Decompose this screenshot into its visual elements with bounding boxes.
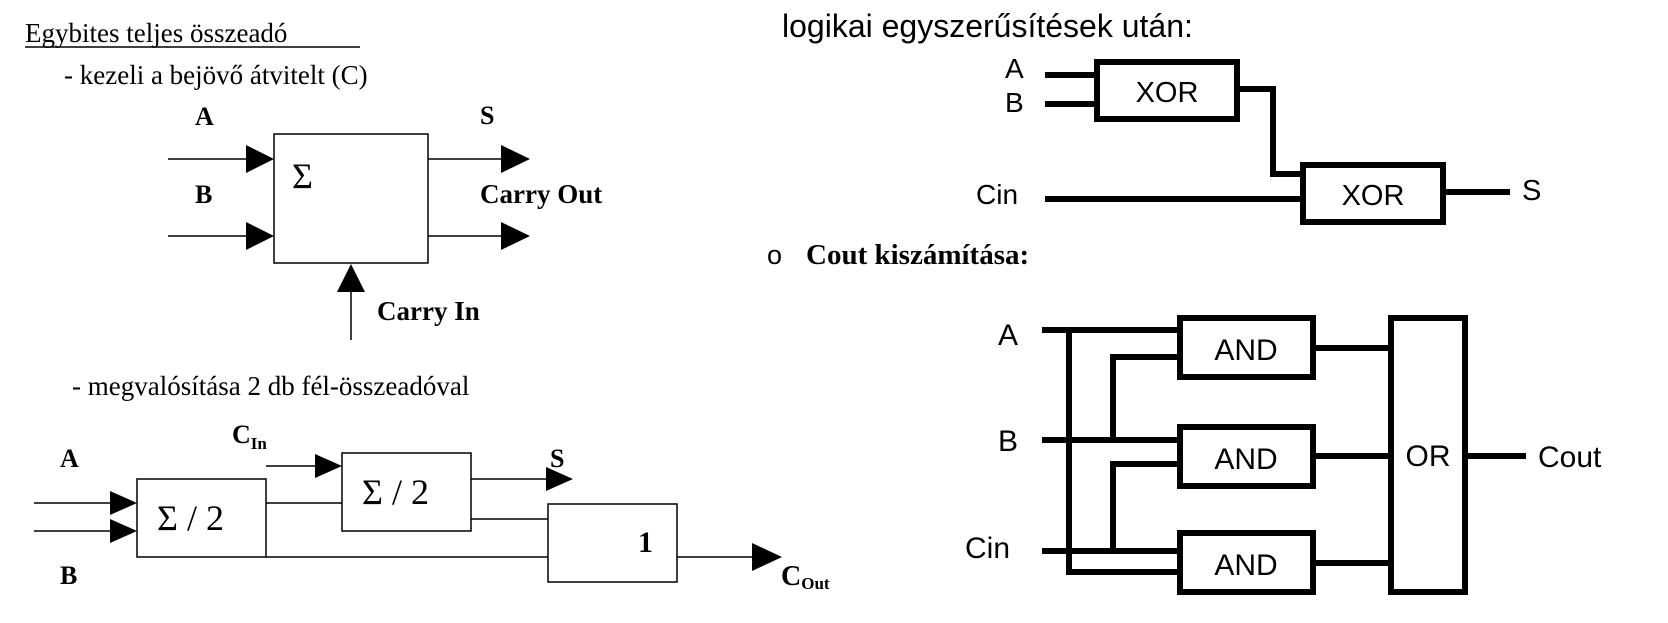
half-adder-2-box	[341, 452, 472, 532]
or-block-label: 1	[638, 526, 653, 559]
ha-input-b-label: B	[60, 561, 77, 590]
left-panel: Egybites teljes összeadó - kezeli a bejö…	[25, 18, 830, 593]
half-adder-implementation: A B Σ / 2 CIn Σ / 2 S 1 COut	[34, 420, 830, 593]
half-adder-1-label: Σ / 2	[157, 498, 224, 538]
sigma-symbol: Σ	[292, 156, 313, 196]
simplification-heading: logikai egyszerűsítések után:	[782, 8, 1193, 44]
ha-cout-main: C	[781, 561, 801, 592]
or-gate-label: OR	[1406, 440, 1451, 473]
ha-cin-subscript: In	[251, 434, 268, 453]
ha-cin-arrow	[315, 454, 342, 478]
full-adder-block: Σ A B S Carry Out Carry In	[168, 101, 602, 340]
carry-in-arrow	[337, 264, 365, 292]
cout-heading: Cout kiszámítása:	[806, 239, 1029, 271]
cout-output-label: Cout	[1538, 441, 1602, 474]
ha-cout-subscript: Out	[801, 574, 830, 593]
section-title: Egybites teljes összeadó	[25, 18, 287, 48]
sum-input-b-label: B	[1005, 87, 1024, 118]
carry-out-label: Carry Out	[480, 179, 602, 209]
input-b-label: B	[195, 180, 212, 209]
bullet-implementation: - megvalósítása 2 db fél-összeadóval	[72, 371, 469, 401]
ha-input-b-arrow	[110, 519, 137, 543]
input-a-label: A	[195, 102, 214, 131]
ha-cout-label: COut	[781, 561, 830, 593]
output-s-label: S	[480, 101, 494, 130]
ha-cout-arrow	[752, 543, 782, 571]
right-panel: logikai egyszerűsítések után: A B XOR Ci…	[767, 8, 1602, 595]
output-s-arrow	[501, 145, 530, 173]
sum-output-label: S	[1522, 175, 1541, 207]
cout-input-b-label: B	[998, 425, 1018, 458]
cout-circuit: A B Cin AND AND AND	[965, 315, 1602, 595]
carry-in-label: Carry In	[377, 296, 480, 326]
and-gate-2-label: AND	[1214, 443, 1277, 476]
input-b-arrow	[246, 222, 274, 250]
bullet-carry-description: - kezeli a bejövő átvitelt (C)	[64, 60, 368, 90]
and-gate-3-label: AND	[1214, 549, 1277, 582]
ha-output-s-label: S	[550, 444, 564, 473]
ha-cin-main: C	[232, 420, 251, 449]
input-a-arrow	[246, 145, 274, 173]
half-adder-1-box	[136, 478, 267, 558]
ha-output-s-arrow	[546, 467, 573, 491]
xor-gate-1-label: XOR	[1136, 77, 1199, 109]
bullet-marker: o	[767, 240, 782, 270]
ha-cin-label: CIn	[232, 420, 267, 453]
xor-gate-2-label: XOR	[1342, 180, 1405, 212]
and-gate-1-label: AND	[1214, 334, 1277, 367]
cout-input-cin-label: Cin	[965, 532, 1010, 565]
sum-input-a-label: A	[1005, 53, 1024, 84]
carry-out-arrow	[501, 222, 530, 250]
half-adder-2-label: Σ / 2	[362, 472, 429, 512]
sum-xor-circuit: A B XOR Cin XOR S	[976, 53, 1541, 225]
cout-input-a-label: A	[998, 319, 1018, 352]
xor1-to-xor2-wire	[1237, 86, 1303, 177]
adder-box	[273, 133, 429, 264]
ha-input-a-label: A	[60, 444, 79, 473]
or-block-box	[547, 503, 678, 583]
ha-input-a-arrow	[110, 491, 137, 515]
sum-input-cin-label: Cin	[976, 179, 1018, 210]
